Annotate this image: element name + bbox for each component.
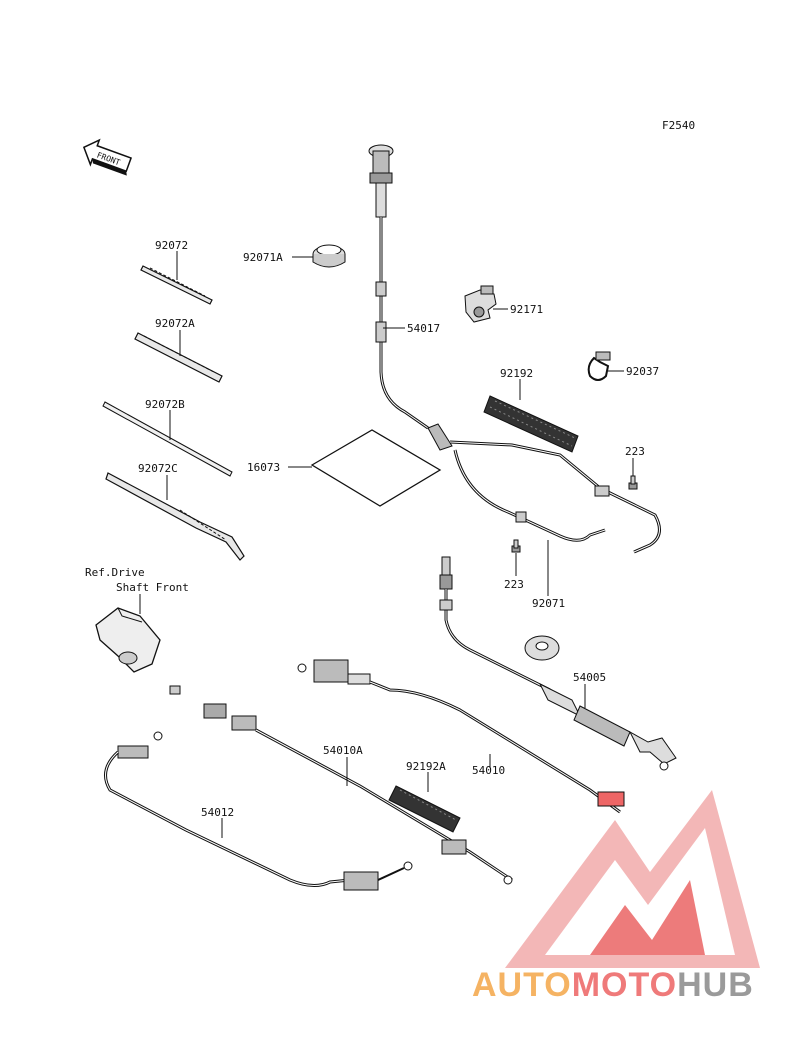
watermark-part-moto: MOTO bbox=[572, 966, 677, 1004]
label-92072C: 92072C bbox=[138, 462, 178, 475]
part-92072C-clamp-band bbox=[105, 472, 245, 561]
label-92192A: 92192A bbox=[406, 760, 446, 773]
front-arrow-icon: FRONT bbox=[82, 138, 133, 176]
label-92072A: 92072A bbox=[155, 317, 195, 330]
part-92072-clamp-band bbox=[140, 265, 213, 305]
part-92072B-clamp-band bbox=[102, 401, 233, 477]
drive-shaft-bracket bbox=[95, 607, 161, 673]
label-92037: 92037 bbox=[626, 365, 659, 378]
label-92192: 92192 bbox=[500, 367, 533, 380]
part-92171-clip bbox=[464, 285, 497, 323]
watermark-part-hub: HUB bbox=[677, 966, 754, 1004]
label-92072: 92072 bbox=[155, 239, 188, 252]
cable-harness-loop bbox=[449, 440, 661, 554]
label-92071A: 92071A bbox=[243, 251, 283, 264]
label-54010: 54010 bbox=[472, 764, 505, 777]
part-54012-cable bbox=[104, 731, 413, 891]
label-223-top: 223 bbox=[625, 445, 645, 458]
label-54017: 54017 bbox=[407, 322, 440, 335]
label-54005: 54005 bbox=[573, 671, 606, 684]
part-92192A-protector-sleeve bbox=[388, 785, 461, 833]
part-54010-cable bbox=[297, 659, 625, 814]
part-92192-protector-sleeve bbox=[483, 395, 579, 453]
part-54010A-cable bbox=[169, 685, 513, 885]
label-54010A: 54010A bbox=[323, 744, 363, 757]
label-223-bottom: 223 bbox=[504, 578, 524, 591]
part-16073-sheet bbox=[310, 429, 442, 507]
ref-note-line1: Ref.Drive bbox=[85, 566, 145, 579]
watermark-logo-icon bbox=[505, 790, 760, 968]
part-92072A-clamp-band bbox=[134, 332, 223, 383]
part-223-screw-top bbox=[628, 475, 638, 490]
part-92037-clamp bbox=[587, 351, 611, 381]
part-54005-clutch-cable bbox=[439, 556, 677, 771]
label-54012: 54012 bbox=[201, 806, 234, 819]
label-92072B: 92072B bbox=[145, 398, 185, 411]
watermark-part-auto: AUTO bbox=[472, 966, 572, 1004]
label-16073: 16073 bbox=[247, 461, 280, 474]
watermark-brand-text: AUTOMOTOHUB bbox=[472, 966, 754, 1004]
part-223-screw-bottom bbox=[511, 539, 521, 553]
ref-note-line2: Shaft Front bbox=[116, 581, 189, 594]
figure-code: F2540 bbox=[662, 119, 695, 132]
part-54005-grommet bbox=[524, 635, 560, 661]
label-92171: 92171 bbox=[510, 303, 543, 316]
part-92071A-grommet bbox=[312, 244, 346, 268]
label-92071: 92071 bbox=[532, 597, 565, 610]
part-54017-choke-cable bbox=[368, 144, 453, 451]
